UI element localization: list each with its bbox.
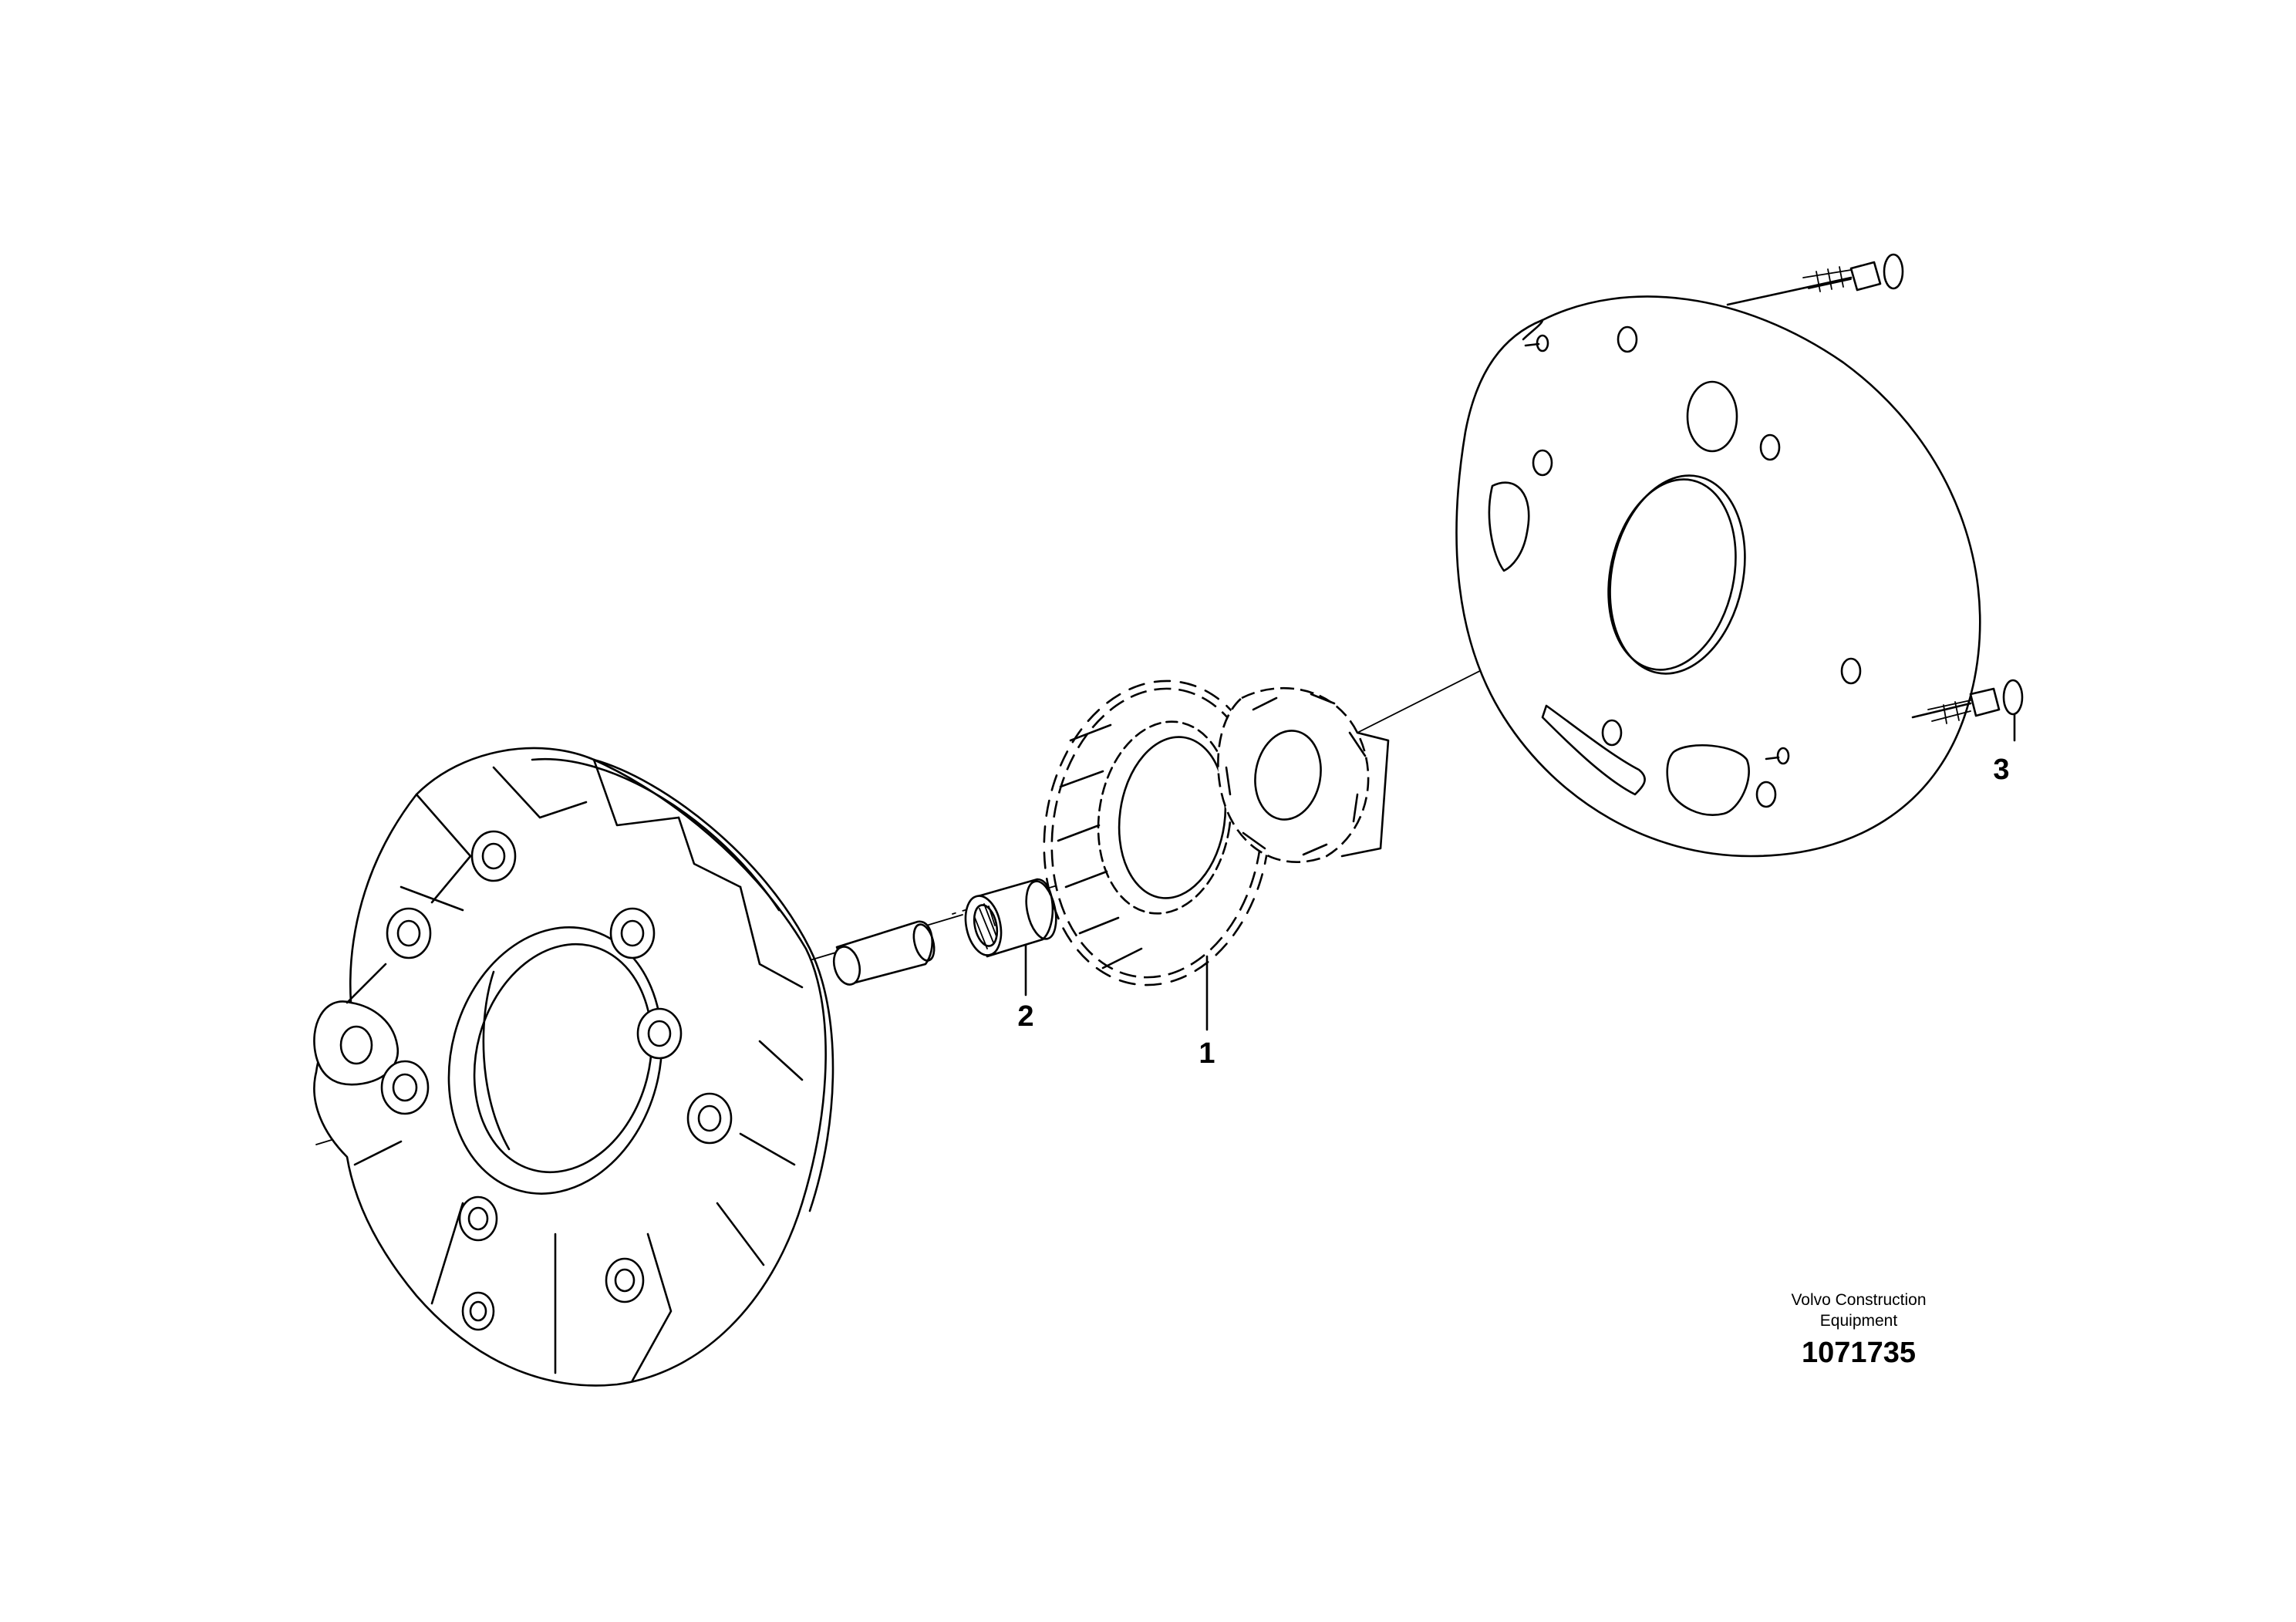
pump-housing — [313, 747, 834, 1387]
callout-2: 2 — [1017, 1000, 1033, 1033]
needle-bearing — [964, 878, 1057, 958]
brand-line-2: Equipment — [1820, 1312, 1898, 1330]
leader-lines — [1024, 713, 2016, 1031]
backing-plate — [1455, 295, 1981, 858]
pinion-gear — [1217, 686, 1390, 863]
drawing-number: 1071735 — [1802, 1337, 1916, 1369]
shaft-pin — [832, 920, 936, 986]
brand-line-1: Volvo Construction — [1791, 1291, 1926, 1309]
title-block: Volvo Construction Equipment 1071735 — [1791, 1291, 1926, 1369]
housing-bolt-bosses — [380, 830, 733, 1331]
callout-3: 3 — [1993, 754, 2009, 786]
screw-upper — [1726, 253, 1904, 306]
callout-1: 1 — [1199, 1037, 1215, 1070]
screw-lower — [1911, 679, 2024, 724]
